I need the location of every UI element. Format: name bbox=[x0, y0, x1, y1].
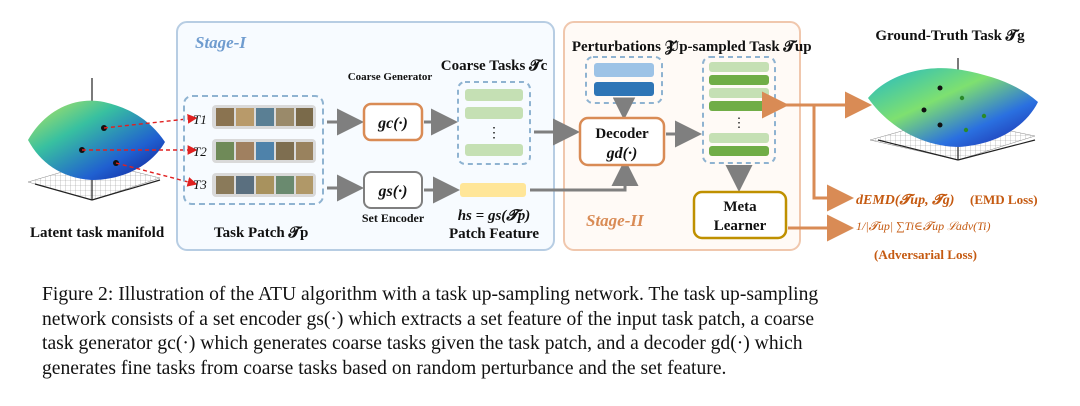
upsampled-bar-1 bbox=[709, 62, 769, 72]
image-strip-2 bbox=[212, 139, 316, 163]
coarse-generator-label: Coarse Generator bbox=[348, 71, 433, 83]
arrow-feature-to-decoder bbox=[530, 159, 639, 192]
image-strip-1 bbox=[212, 105, 316, 129]
caption-line-3: task generator gc(·) which generates coa… bbox=[42, 333, 803, 354]
set-encoder-fn: gs(·) bbox=[378, 183, 408, 200]
upsampled-bar-6 bbox=[709, 146, 769, 156]
set-encoder-label: Set Encoder bbox=[362, 211, 425, 225]
decoder-fn: gd(·) bbox=[606, 145, 638, 162]
link-t1 bbox=[103, 114, 198, 129]
meta-learner-line2: Learner bbox=[714, 218, 767, 234]
image-strip-3 bbox=[212, 173, 316, 197]
latent-manifold-label: Latent task manifold bbox=[30, 225, 165, 241]
adv-loss-label: (Adversarial Loss) bbox=[874, 247, 977, 262]
coarse-gen-fn: gc(·) bbox=[377, 115, 408, 132]
decoder-box bbox=[578, 116, 666, 167]
task-label-3: T3 bbox=[193, 177, 207, 192]
perturbations-label: Perturbations 𝒵 bbox=[572, 39, 678, 55]
coarse-dots: ⋮ bbox=[487, 126, 501, 141]
perturbation-bar-1 bbox=[594, 63, 654, 77]
caption-line-4: generates fine tasks from coarse tasks b… bbox=[42, 357, 727, 379]
coarse-tasks-box bbox=[457, 81, 531, 165]
patch-feature-bar bbox=[460, 183, 526, 197]
upsampled-bar-4 bbox=[709, 101, 769, 111]
patch-feature-label: Patch Feature bbox=[449, 226, 539, 242]
stage1-label: Stage-I bbox=[195, 33, 247, 52]
task-patch-box bbox=[183, 95, 324, 205]
meta-learner-box bbox=[692, 190, 788, 240]
upsampled-bar-3 bbox=[709, 88, 769, 98]
coarse-tasks-label: Coarse Tasks 𝓣c bbox=[441, 58, 548, 74]
coarse-generator-box bbox=[362, 102, 424, 142]
upsampled-bar-2 bbox=[709, 75, 769, 85]
latent-manifold-plot bbox=[27, 78, 165, 201]
upsampled-box bbox=[702, 56, 776, 164]
ground-truth-label: Ground-Truth Task 𝓣g bbox=[875, 28, 1025, 44]
caption-line-1: Figure 2: Illustration of the ATU algori… bbox=[42, 284, 819, 305]
decoder-label: Decoder bbox=[595, 126, 649, 142]
atu-figure: Stage-I Stage-II Latent task manifold T1… bbox=[27, 21, 1038, 262]
figure-caption: Figure 2: Illustration of the ATU algori… bbox=[42, 283, 1052, 381]
set-encoder-box bbox=[363, 171, 423, 209]
ground-truth-plot bbox=[868, 58, 1038, 161]
upsampled-bar-5 bbox=[709, 133, 769, 143]
adv-formula: 1/|𝓣up| ∑Ti∈𝓣up ℒadv(Ti) bbox=[856, 219, 991, 233]
coarse-task-bar-3 bbox=[465, 144, 523, 156]
caption-line-2: network consists of a set encoder gs(·) … bbox=[42, 308, 815, 330]
task-patch-label: Task Patch 𝓣p bbox=[214, 225, 308, 241]
task-label-2: T2 bbox=[193, 144, 207, 159]
stage2-label: Stage-II bbox=[586, 211, 645, 230]
hs-formula: hs = gs(𝓣p) bbox=[458, 208, 531, 224]
coarse-task-bar-1 bbox=[465, 89, 523, 101]
arrow-to-emd-loss bbox=[812, 105, 854, 212]
task-label-1: T1 bbox=[193, 112, 207, 127]
perturbation-bar-2 bbox=[594, 82, 654, 96]
coarse-task-bar-2 bbox=[465, 107, 523, 119]
upsampled-dots: ⋮ bbox=[733, 115, 746, 130]
meta-learner-line1: Meta bbox=[723, 199, 757, 215]
upsampled-label: Up-sampled Task 𝓣up bbox=[668, 39, 811, 55]
emd-formula: dEMD(𝓣up, 𝓣g) bbox=[856, 193, 954, 208]
emd-loss-label: (EMD Loss) bbox=[970, 192, 1038, 207]
